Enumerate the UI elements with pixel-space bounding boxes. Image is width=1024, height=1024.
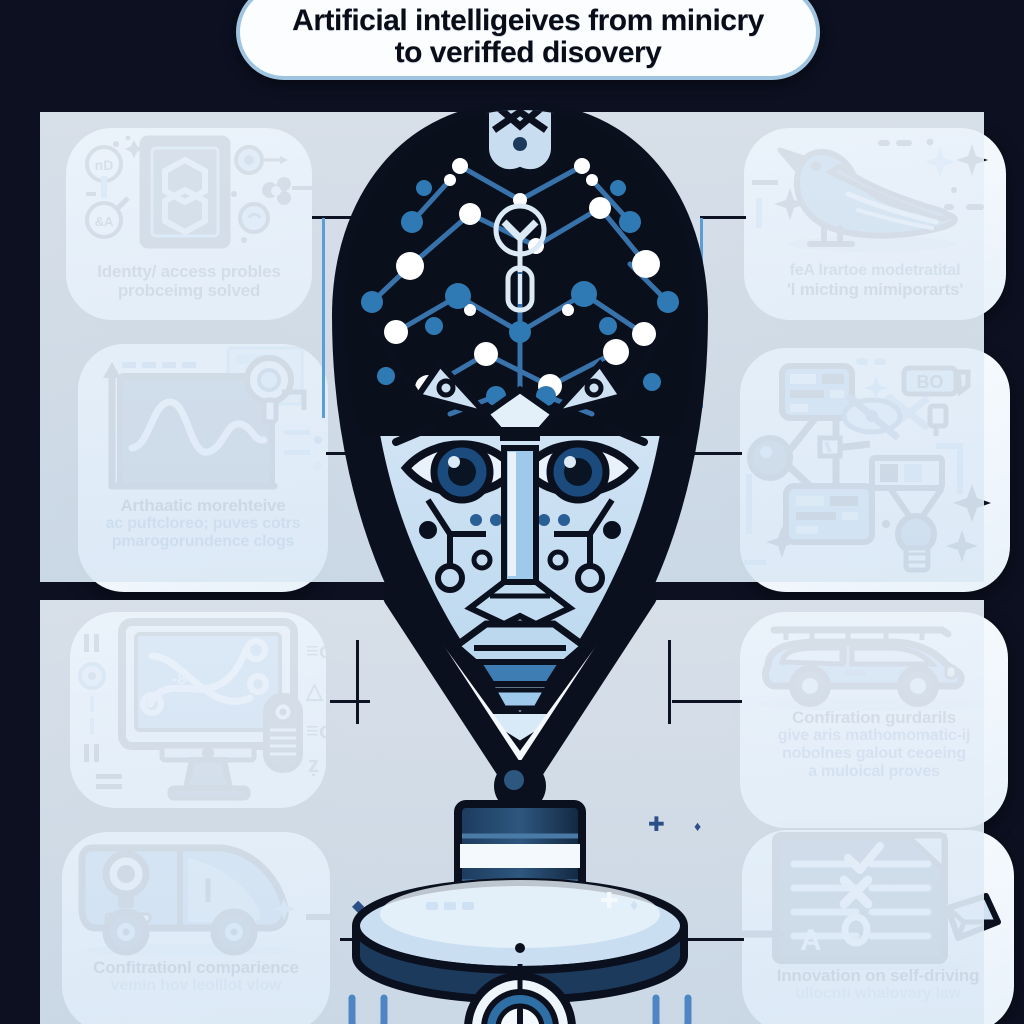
- connector-vline-left-2: [356, 640, 359, 724]
- eye-left: [400, 440, 519, 504]
- svg-text:✚: ✚: [600, 888, 618, 913]
- cheek-circuitry: [425, 498, 615, 593]
- page-title: Artificial intelligeives from minicry to…: [236, 0, 820, 80]
- title-line-1: Artificial intelligeives from minicry: [292, 4, 764, 38]
- connector-line-6: [672, 700, 742, 703]
- connector-line-3: [326, 452, 362, 455]
- title-line-2: to veriffed disovery: [394, 36, 662, 69]
- dome-node-white: [384, 158, 660, 401]
- dial-gauge: [464, 964, 576, 1024]
- eye-right: [521, 440, 640, 504]
- android-head-on-pedestal: ✚ ♦: [331, 101, 709, 1024]
- sparkle-icon-2: ♦: [694, 818, 702, 834]
- connector-vline-left: [322, 218, 325, 418]
- connector-line-2: [700, 216, 746, 219]
- connector-line-5: [330, 700, 370, 703]
- connector-vline-right-2: [668, 640, 671, 724]
- sparkle-icon-1: ✚: [648, 814, 665, 836]
- pedestal-turntable: ✚ ♦: [352, 800, 688, 1004]
- connector-line-1: [312, 216, 352, 219]
- svg-text:♦: ♦: [630, 897, 638, 914]
- mouth: [450, 620, 590, 711]
- neural-network-dome: [344, 110, 696, 436]
- connector-line-8: [640, 938, 744, 941]
- connector-line-4: [690, 452, 742, 455]
